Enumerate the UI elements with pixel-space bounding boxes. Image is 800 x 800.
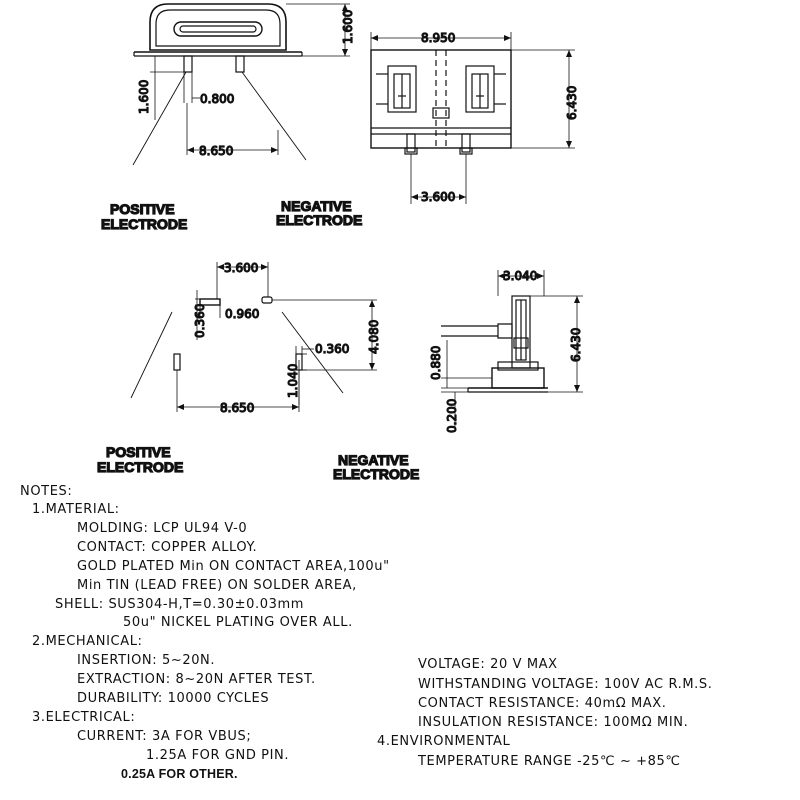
dim-fp-pad-width: 0.960 — [225, 307, 259, 321]
dim-top-pin-spacing: 3.600 — [421, 190, 455, 204]
front-view — [132, 3, 350, 166]
negative-label-2: NEGATIVE — [338, 452, 409, 468]
durability-note: DURABILITY: 10000 CYCLES — [77, 691, 270, 706]
voltage-note: VOLTAGE: 20 V MAX — [418, 657, 558, 672]
dim-fp-pad-height-right: 0.360 — [315, 342, 349, 356]
material-title: 1.MATERIAL: — [32, 502, 120, 517]
extraction-note: EXTRACTION: 8~20N AFTER TEST. — [77, 672, 316, 687]
dim-fp-pad-spacing: 3.600 — [224, 261, 258, 275]
dim-side-top: 3.040 — [503, 269, 537, 283]
tin-note: Min TIN (LEAD FREE) ON SOLDER AREA, — [77, 578, 357, 593]
shell-note: SHELL: SUS304-H,T=0.30±0.03mm — [55, 597, 305, 612]
notes-heading: NOTES: — [20, 484, 73, 499]
positive-label-2: POSITIVE — [106, 444, 171, 460]
top-view — [370, 32, 575, 204]
temperature-note: TEMPERATURE RANGE -25℃ ~ +85℃ — [418, 754, 681, 769]
contact-note: CONTACT: COPPER ALLOY. — [77, 540, 258, 555]
dim-front-pin-width: 0.800 — [200, 92, 234, 106]
nickel-note: 50u" NICKEL PLATING OVER ALL. — [123, 615, 353, 630]
contact-resistance-note: CONTACT RESISTANCE: 40mΩ MAX. — [418, 696, 667, 711]
molding-note: MOLDING: LCP UL94 V-0 — [77, 521, 248, 536]
environmental-title: 4.ENVIRONMENTAL — [377, 734, 511, 749]
dim-side-height: 6.430 — [569, 328, 583, 362]
positive-label-1b: ELECTRODE — [101, 216, 187, 232]
positive-label-2b: ELECTRODE — [97, 459, 183, 475]
negative-label-2b: ELECTRODE — [333, 466, 419, 480]
dim-fp-pad-height: 0.360 — [193, 304, 207, 338]
gnd-current-note: 1.25A FOR GND PIN. — [146, 748, 290, 763]
dim-top-height: 6.430 — [565, 86, 579, 120]
other-current-note: 0.25A FOR OTHER. — [121, 767, 238, 781]
insertion-note: INSERTION: 5~20N. — [77, 653, 216, 668]
side-view — [441, 270, 583, 432]
dim-top-width: 8.950 — [421, 31, 455, 45]
dim-fp-pin-height: 1.040 — [286, 364, 300, 398]
footprint-view — [130, 262, 377, 412]
insulation-resistance-note: INSULATION RESISTANCE: 100MΩ MIN. — [418, 715, 689, 730]
dim-front-pin-height: 1.600 — [137, 80, 151, 114]
current-note: CURRENT: 3A FOR VBUS; — [77, 729, 252, 744]
negative-label-1: NEGATIVE — [281, 198, 352, 214]
dim-side-base: 0.200 — [445, 399, 459, 433]
gold-plating-note: GOLD PLATED Min ON CONTACT AREA,100u" — [77, 559, 390, 574]
dim-side-step: 0.880 — [429, 346, 443, 380]
electrical-title: 3.ELECTRICAL: — [32, 710, 136, 725]
technical-drawing: 1.600 1.600 0.800 8.650 POSITIVE ELECTRO… — [96, 3, 584, 480]
mechanical-title: 2.MECHANICAL: — [32, 634, 143, 649]
positive-label-1: POSITIVE — [110, 201, 175, 217]
dim-front-height: 1.600 — [341, 10, 355, 44]
withstanding-voltage-note: WITHSTANDING VOLTAGE: 100V AC R.M.S. — [418, 677, 713, 692]
dim-fp-total-height: 4.080 — [367, 320, 381, 354]
dim-fp-span: 8.650 — [220, 401, 254, 415]
dim-front-span: 8.650 — [199, 144, 233, 158]
negative-label-1b: ELECTRODE — [276, 212, 362, 228]
